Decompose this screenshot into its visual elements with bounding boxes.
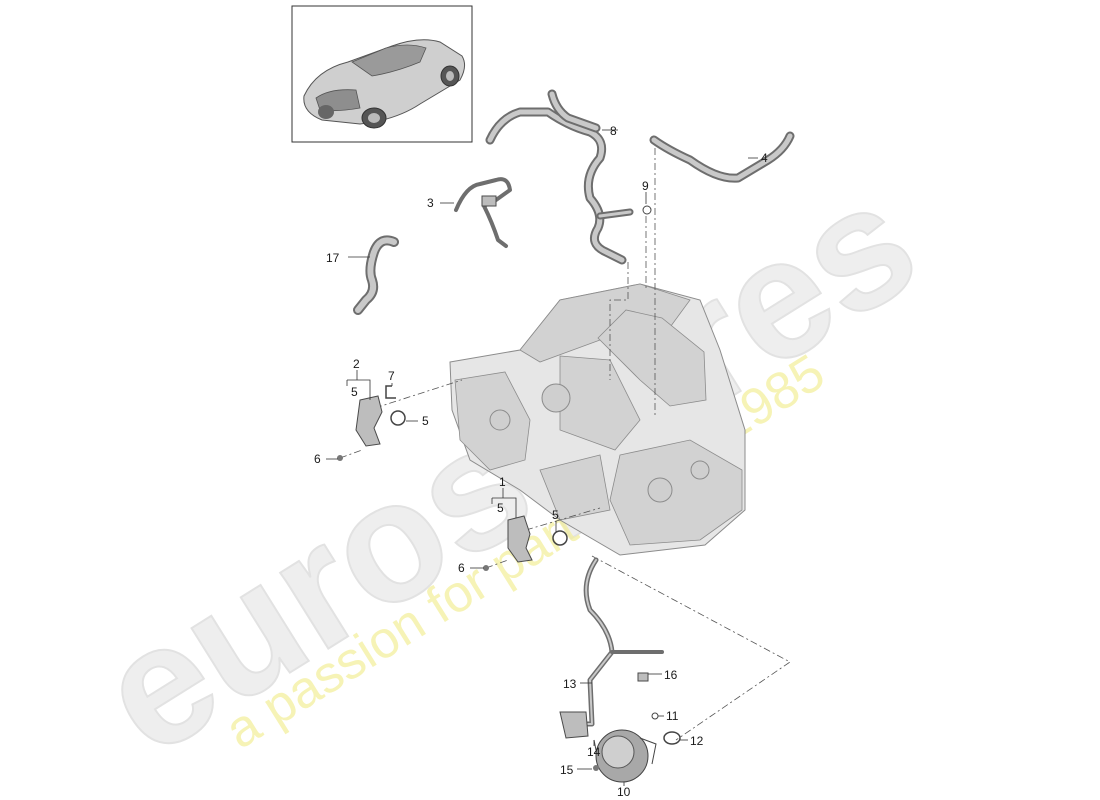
callout-5-housing-2: 5 bbox=[351, 385, 358, 399]
part-17-hose bbox=[353, 235, 399, 315]
part-4-hose bbox=[649, 131, 795, 183]
callout-13: 13 bbox=[563, 677, 577, 691]
part-1-housing bbox=[507, 515, 568, 563]
callout-8: 8 bbox=[610, 124, 617, 138]
part-13-pipe bbox=[559, 557, 664, 739]
part-3-bracket-line bbox=[454, 177, 512, 248]
callout-3: 3 bbox=[427, 196, 434, 210]
part-8-hose bbox=[485, 89, 634, 265]
callout-5-seal-1: 5 bbox=[552, 508, 559, 522]
leader-lines bbox=[326, 129, 758, 786]
callout-6-upper: 6 bbox=[314, 452, 321, 466]
part-10-pump bbox=[595, 729, 657, 783]
callout-2: 2 bbox=[353, 357, 360, 371]
callout-1: 1 bbox=[499, 475, 506, 489]
callout-12: 12 bbox=[690, 734, 704, 748]
car-thumbnail bbox=[291, 5, 473, 143]
alignment-lines bbox=[339, 148, 791, 741]
callout-16: 16 bbox=[664, 668, 678, 682]
callout-6-lower: 6 bbox=[458, 561, 465, 575]
small-parts bbox=[337, 205, 681, 771]
callout-5-seal-2: 5 bbox=[422, 414, 429, 428]
callout-5-housing-1: 5 bbox=[497, 501, 504, 515]
callout-15: 15 bbox=[560, 763, 574, 777]
callout-17: 17 bbox=[326, 251, 340, 265]
callout-9: 9 bbox=[642, 179, 649, 193]
callout-7: 7 bbox=[388, 369, 395, 383]
callout-11: 11 bbox=[666, 709, 679, 723]
callout-14: 14 bbox=[587, 745, 601, 759]
callout-10: 10 bbox=[617, 785, 631, 799]
engine-assembly bbox=[449, 283, 746, 556]
part-2-housing bbox=[355, 395, 406, 447]
callout-4: 4 bbox=[761, 151, 768, 165]
callout-labels: 1 2 3 4 5 5 5 5 6 6 7 8 9 10 11 12 13 14… bbox=[314, 124, 768, 799]
